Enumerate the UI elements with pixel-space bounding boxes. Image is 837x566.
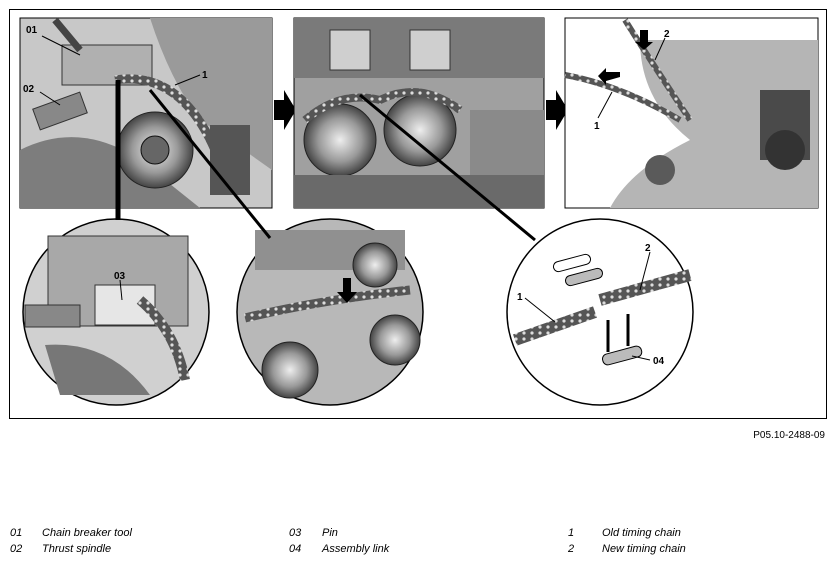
legend-code-03: 03 (289, 527, 302, 539)
figure-id: P05.10-2488-09 (753, 430, 825, 441)
callout-01: 01 (26, 25, 38, 36)
callout-02: 02 (23, 84, 35, 95)
legend-text-01: Chain breaker tool (42, 527, 132, 539)
callout-2-circle3: 2 (645, 243, 651, 254)
photo-camshaft-sprockets (293, 17, 545, 209)
photo-chain-breaker (19, 17, 273, 209)
legend-code-1: 1 (568, 527, 575, 539)
legend-code-04: 04 (289, 543, 302, 555)
photo-chain-routing (564, 17, 819, 209)
zoom-leader-lines (115, 80, 536, 242)
legend-text-2: New timing chain (602, 543, 686, 555)
legend-text-1: Old timing chain (602, 527, 681, 539)
callout-03: 03 (114, 271, 126, 282)
legend-text-03: Pin (322, 527, 338, 539)
detail-circle-assembly-link (506, 218, 694, 406)
legend-text-04: Assembly link (322, 543, 390, 555)
legend-code-2: 2 (568, 543, 575, 555)
sequence-arrow-1 (274, 90, 296, 130)
callout-04: 04 (653, 356, 665, 367)
legend-text-02: Thrust spindle (42, 543, 112, 555)
detail-circle-chain (236, 218, 424, 406)
callout-1-photo1: 1 (202, 70, 208, 81)
technical-illustration: 01 02 1 03 2 1 2 1 04 (19, 17, 819, 406)
callout-1-circle3: 1 (517, 292, 523, 303)
sequence-arrow-2 (546, 90, 568, 130)
legend-code-01: 01 (10, 527, 23, 539)
callout-1-photo3: 1 (594, 121, 600, 132)
callout-2-photo3: 2 (664, 29, 670, 40)
legend: 01 Chain breaker tool 02 Thrust spindle … (0, 527, 837, 563)
legend-code-02: 02 (10, 543, 23, 555)
detail-circle-pin (22, 218, 210, 406)
